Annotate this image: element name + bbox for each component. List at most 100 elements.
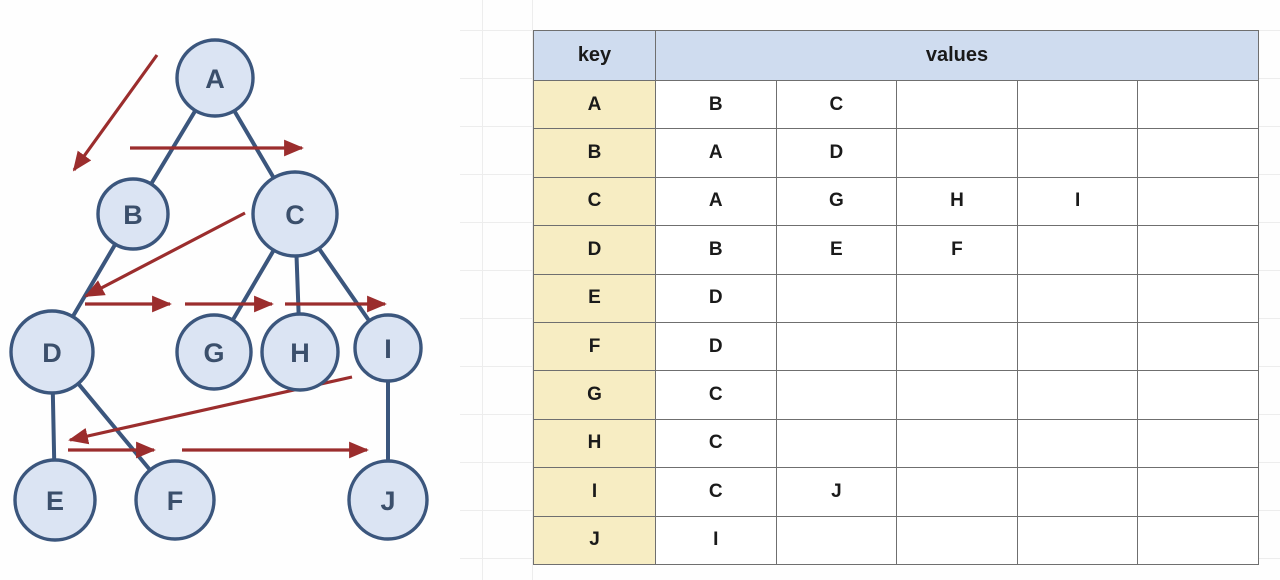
- arrow-a-start: [72, 54, 159, 172]
- node-circle-f: [134, 459, 216, 541]
- graph-node-i[interactable]: I: [353, 313, 423, 383]
- key-cell[interactable]: E: [533, 273, 656, 323]
- value-cell[interactable]: H: [896, 176, 1018, 227]
- graph-node-a[interactable]: A: [175, 38, 255, 118]
- value-cell[interactable]: [1016, 515, 1139, 565]
- value-cell[interactable]: J: [775, 467, 898, 517]
- value-cell[interactable]: C: [655, 418, 777, 469]
- value-cell[interactable]: A: [655, 128, 777, 178]
- value-cell[interactable]: [1137, 370, 1260, 420]
- value-cell[interactable]: B: [655, 225, 777, 275]
- value-cell[interactable]: [1016, 370, 1139, 420]
- value-cell[interactable]: [1016, 321, 1139, 372]
- value-cell[interactable]: [1137, 273, 1260, 323]
- key-cell[interactable]: F: [533, 321, 656, 372]
- graph-node-g[interactable]: G: [175, 313, 253, 391]
- key-cell[interactable]: H: [533, 418, 656, 469]
- key-cell[interactable]: C: [533, 176, 656, 227]
- table-header: key values: [533, 30, 1260, 81]
- value-cell[interactable]: [1137, 176, 1260, 227]
- value-cell[interactable]: A: [655, 176, 777, 227]
- key-cell[interactable]: G: [533, 370, 656, 420]
- value-cell[interactable]: [896, 467, 1018, 517]
- value-cell[interactable]: B: [655, 79, 777, 130]
- key-cell[interactable]: D: [533, 225, 656, 275]
- key-cell[interactable]: A: [533, 79, 656, 130]
- value-cell[interactable]: [1016, 225, 1139, 275]
- value-cell[interactable]: D: [775, 128, 898, 178]
- value-cell[interactable]: G: [775, 176, 898, 227]
- node-circle-h: [260, 312, 340, 392]
- value-cell[interactable]: [775, 370, 898, 420]
- key-cell[interactable]: I: [533, 467, 656, 517]
- value-cell[interactable]: [896, 79, 1018, 130]
- graph-node-c[interactable]: C: [251, 170, 339, 258]
- value-cell[interactable]: E: [775, 225, 898, 275]
- value-cell[interactable]: [896, 128, 1018, 178]
- graph-node-b[interactable]: B: [96, 177, 170, 251]
- value-cell[interactable]: C: [655, 467, 777, 517]
- column-header-values: values: [654, 30, 1260, 81]
- node-circle-i: [353, 313, 423, 383]
- node-circle-d: [9, 309, 95, 395]
- value-cell[interactable]: D: [655, 273, 777, 323]
- node-circle-b: [96, 177, 170, 251]
- key-cell[interactable]: J: [533, 515, 656, 565]
- value-cell[interactable]: [1016, 273, 1139, 323]
- graph-node-e[interactable]: E: [13, 458, 97, 542]
- value-cell[interactable]: [1137, 225, 1260, 275]
- value-cell[interactable]: [1137, 128, 1260, 178]
- value-cell[interactable]: [775, 418, 898, 469]
- value-cell[interactable]: [1016, 128, 1139, 178]
- value-cell[interactable]: [1137, 79, 1260, 130]
- key-cell[interactable]: B: [533, 128, 656, 178]
- value-cell[interactable]: I: [1016, 176, 1139, 227]
- value-cell[interactable]: [1016, 418, 1139, 469]
- node-circle-j: [347, 459, 429, 541]
- graph-node-j[interactable]: J: [347, 459, 429, 541]
- value-cell[interactable]: [775, 515, 898, 565]
- value-cell[interactable]: [896, 273, 1018, 323]
- traversal-arrow-layer: [68, 54, 387, 459]
- value-cell[interactable]: [775, 273, 898, 323]
- value-cell[interactable]: [1016, 79, 1139, 130]
- header-row: key values: [533, 30, 1260, 81]
- value-cell[interactable]: C: [655, 370, 777, 420]
- value-cell[interactable]: [896, 418, 1018, 469]
- node-circle-c: [251, 170, 339, 258]
- graph-node-d[interactable]: D: [9, 309, 95, 395]
- value-cell[interactable]: [1016, 467, 1139, 517]
- value-cell[interactable]: I: [655, 515, 777, 565]
- graph-node-f[interactable]: F: [134, 459, 216, 541]
- value-cell[interactable]: [1137, 418, 1260, 469]
- value-cell[interactable]: [896, 515, 1018, 565]
- value-cell[interactable]: F: [896, 225, 1018, 275]
- value-cell[interactable]: [896, 370, 1018, 420]
- value-cell[interactable]: [896, 321, 1018, 372]
- value-cell[interactable]: [1137, 321, 1260, 372]
- value-cell[interactable]: [775, 321, 898, 372]
- node-circle-e: [13, 458, 97, 542]
- value-cell[interactable]: D: [655, 321, 777, 372]
- value-cell[interactable]: [1137, 515, 1260, 565]
- graph-node-h[interactable]: H: [260, 312, 340, 392]
- value-cell[interactable]: [1137, 467, 1260, 517]
- value-cell[interactable]: C: [775, 79, 898, 130]
- column-header-key: key: [533, 30, 656, 81]
